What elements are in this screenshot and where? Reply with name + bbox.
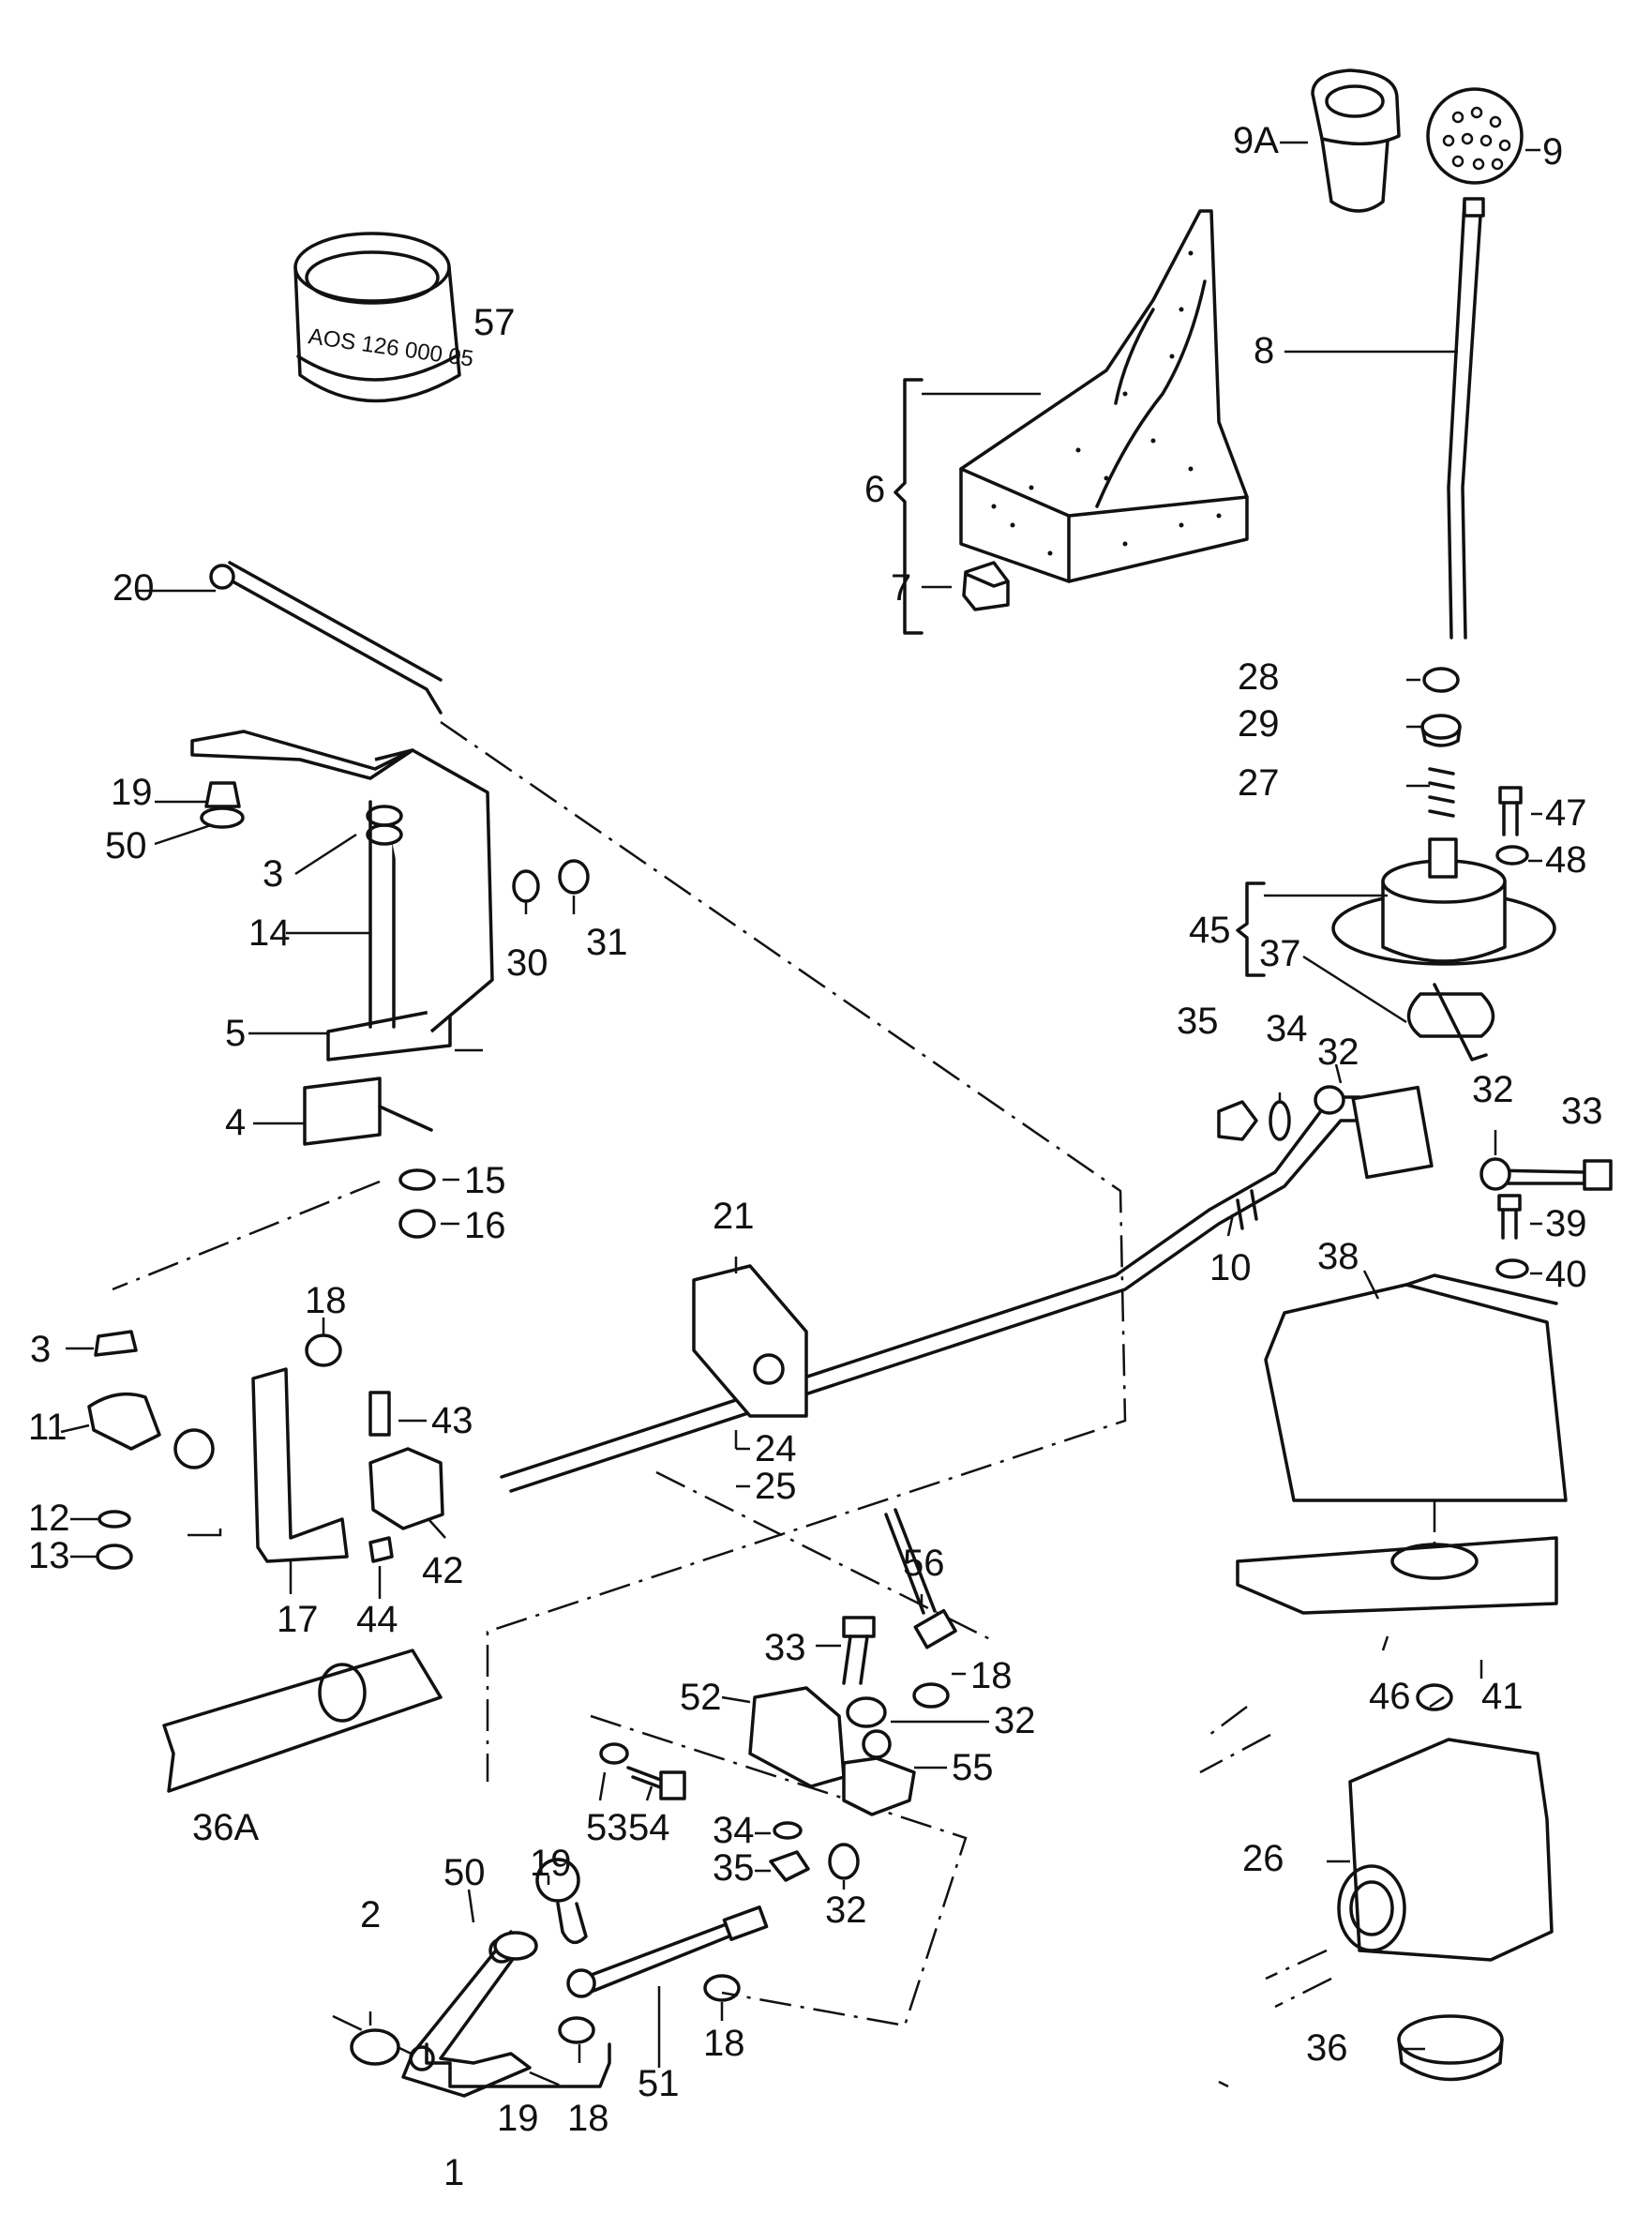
sleeve-stamp-text: AOS 126 000 05 — [307, 324, 474, 371]
label-part-45: 45 — [1189, 910, 1231, 951]
label-part-54: 54 — [628, 1807, 670, 1848]
label-part-18d: 18 — [567, 2098, 609, 2139]
gear-housing-part-26 — [1337, 1738, 1554, 1962]
label-part-42: 42 — [422, 1550, 464, 1591]
lever-part-17 — [251, 1333, 349, 1563]
knob-part-9 — [1426, 87, 1524, 185]
label-part-48: 48 — [1545, 839, 1587, 881]
label-part-18c: 18 — [703, 2023, 745, 2064]
label-part-12: 12 — [28, 1498, 70, 1539]
label-part-32d: 32 — [825, 1890, 867, 1931]
label-part-13: 13 — [28, 1535, 70, 1576]
label-part-51: 51 — [638, 2063, 680, 2104]
label-part-11: 11 — [28, 1407, 68, 1448]
label-part-38: 38 — [1317, 1236, 1359, 1277]
label-part-18b: 18 — [970, 1655, 1013, 1696]
label-part-25: 25 — [755, 1466, 797, 1507]
label-part-36: 36 — [1306, 2027, 1348, 2069]
label-part-55: 55 — [952, 1747, 994, 1788]
linkage-rod-part-51 — [535, 1858, 769, 2044]
label-part-3b: 3 — [30, 1329, 51, 1370]
label-part-35a: 35 — [1177, 1001, 1219, 1042]
label-part-41: 41 — [1481, 1676, 1524, 1717]
bracket-part-21 — [692, 1264, 808, 1418]
sleeve-part-57: AOS 126 000 05 — [293, 232, 475, 403]
label-part-8: 8 — [1254, 330, 1274, 371]
label-part-17: 17 — [277, 1599, 319, 1640]
rod-part-20 — [209, 561, 443, 715]
leader-lines — [60, 141, 1542, 2068]
label-part-36a: 36A — [192, 1807, 259, 1848]
label-part-31: 31 — [586, 922, 628, 963]
bolt-part-47 — [1495, 786, 1529, 866]
label-part-39: 39 — [1545, 1203, 1587, 1244]
base-plate-part-46 — [1236, 1536, 1558, 1615]
label-part-24: 24 — [755, 1428, 797, 1469]
gear-lever-part-8 — [1447, 197, 1485, 640]
label-part-2: 2 — [360, 1894, 381, 1935]
label-part-20: 20 — [113, 567, 155, 609]
label-part-52: 52 — [680, 1677, 722, 1718]
label-part-9: 9 — [1542, 131, 1563, 173]
boot-part-6 — [959, 209, 1249, 583]
grouping-braces — [425, 378, 1266, 2088]
label-part-29: 29 — [1238, 703, 1280, 745]
label-part-19c: 19 — [497, 2098, 539, 2139]
label-part-30: 30 — [506, 942, 548, 984]
label-part-21: 21 — [713, 1196, 755, 1237]
bracket-part-5 — [190, 730, 494, 1062]
linkage-parts-52-to-56 — [493, 1085, 1613, 1961]
label-part-53: 53 — [586, 1807, 628, 1848]
label-part-33b: 33 — [764, 1627, 806, 1668]
label-part-10: 10 — [1209, 1247, 1252, 1288]
label-part-5: 5 — [225, 1013, 246, 1054]
label-part-46: 46 — [1369, 1676, 1411, 1717]
cap-part-36 — [1397, 2014, 1504, 2082]
label-part-32b: 32 — [1472, 1069, 1514, 1110]
label-part-37: 37 — [1259, 933, 1301, 974]
label-part-26: 26 — [1242, 1838, 1284, 1879]
label-part-14: 14 — [248, 912, 291, 954]
label-part-4: 4 — [225, 1102, 246, 1143]
label-part-28: 28 — [1238, 656, 1280, 698]
label-part-40: 40 — [1545, 1254, 1587, 1295]
label-part-33a: 33 — [1561, 1091, 1603, 1132]
label-part-34b: 34 — [713, 1810, 755, 1851]
label-part-18a: 18 — [305, 1280, 347, 1321]
label-part-32a: 32 — [1317, 1032, 1359, 1073]
label-part-34a: 34 — [1266, 1008, 1308, 1049]
label-part-56: 56 — [903, 1543, 945, 1584]
small-hardware-left — [87, 781, 590, 1570]
label-part-50b: 50 — [443, 1852, 486, 1893]
plate-part-4 — [303, 1077, 433, 1146]
label-part-19a: 19 — [111, 772, 153, 813]
label-part-7: 7 — [891, 567, 911, 609]
knob-part-9a — [1311, 68, 1401, 213]
label-part-43: 43 — [431, 1400, 473, 1441]
label-part-1: 1 — [443, 2152, 464, 2193]
cover-part-36a — [162, 1649, 443, 1793]
label-part-6: 6 — [864, 469, 885, 510]
clip-part-7 — [962, 561, 1010, 611]
boot-dots — [991, 250, 1222, 556]
clamp-part-42 — [368, 1391, 444, 1563]
label-part-9a: 9A — [1233, 120, 1279, 161]
label-part-47: 47 — [1545, 792, 1587, 834]
label-part-44: 44 — [356, 1599, 398, 1640]
assembly-guide-lines — [112, 720, 1436, 2088]
label-part-57: 57 — [473, 302, 516, 343]
cover-part-38 — [1264, 1273, 1568, 1502]
label-part-35b: 35 — [713, 1847, 755, 1889]
housing-part-45 — [1331, 837, 1556, 1062]
label-part-3a: 3 — [263, 853, 283, 895]
stack-parts-27-28-29 — [1420, 667, 1462, 818]
label-part-27: 27 — [1238, 762, 1280, 804]
label-part-16: 16 — [464, 1205, 506, 1246]
label-part-32c: 32 — [994, 1700, 1036, 1741]
label-part-50a: 50 — [105, 825, 147, 866]
label-part-15: 15 — [464, 1160, 506, 1201]
label-part-19b: 19 — [530, 1843, 572, 1884]
part-labels: 9A 9 57 8 6 7 20 28 29 27 19 47 50 48 3 … — [28, 120, 1603, 2193]
